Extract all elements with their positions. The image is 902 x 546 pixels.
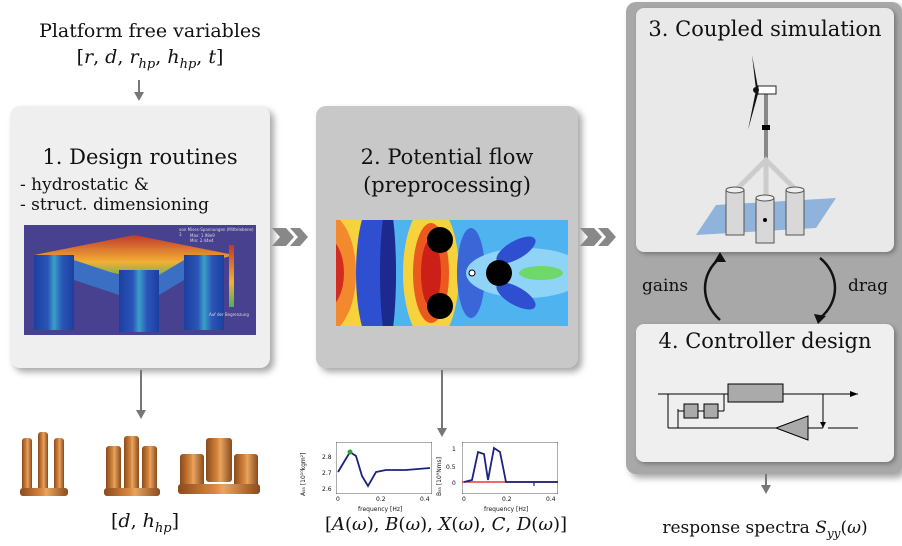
drag-label: drag <box>848 276 889 296</box>
arrow-sim-to-output <box>765 474 767 486</box>
potential-flow-box: 2. Potential flow (preprocessing) <box>316 106 578 368</box>
fe-legend-footer: Auf der Begrenzung <box>209 312 249 317</box>
arrow-head <box>134 92 144 101</box>
chevron-arrow-1-2 <box>272 228 308 246</box>
plot-b-ytick: 0.5 <box>446 464 456 471</box>
platform-render-wide <box>178 432 264 498</box>
arrow-head <box>136 410 146 419</box>
arrow-box1-to-output <box>140 370 142 412</box>
free-variables-vector: [r, d, rhp, hhp, t] <box>76 46 224 72</box>
platform-render-slender <box>18 430 74 498</box>
arrow-vars-to-box1 <box>138 80 140 92</box>
platform-render-medium <box>104 432 164 498</box>
coupled-simulation-title: 3. Coupled simulation <box>648 17 882 41</box>
fe-legend-max: Max: 1.98e9 <box>190 233 215 238</box>
arrow-head <box>761 485 771 494</box>
plot-a-ylabel: A₅₅ [10¹⁰kgm²] <box>300 452 307 496</box>
plot-a-xtick: 0.2 <box>376 496 386 503</box>
free-variables-label: Platform free variables <box>39 20 261 42</box>
design-routines-title: 1. Design routines <box>42 145 238 169</box>
fe-legend-min: Min: 2.44e4 <box>190 238 214 243</box>
damping-plot: B₅₅ [10⁹Nms] 1 0.5 0 0 0.2 0.4 frequency… <box>436 440 564 518</box>
plot-a-xlabel: frequency [Hz] <box>358 506 403 513</box>
design-routines-box: 1. Design routines - hydrostatic & - str… <box>10 106 270 368</box>
output-response-spectra: response spectra Syy(ω) <box>662 518 868 541</box>
plot-b-ytick: 1 <box>452 446 456 453</box>
feedback-loop-arrows <box>703 252 837 324</box>
output-hydro-coeffs: [A(ω), B(ω), X(ω), C, D(ω)] <box>324 514 568 535</box>
coupled-simulation-box: 3. Coupled simulation <box>636 8 894 252</box>
plot-a-xtick: 0.4 <box>420 496 430 503</box>
arrow-head <box>437 428 447 437</box>
potential-flow-field-image <box>336 220 568 326</box>
plot-a-xtick: 0 <box>336 496 340 503</box>
block-diagram <box>658 383 858 441</box>
controller-design-title: 4. Controller design <box>658 329 872 353</box>
controller-design-box: 4. Controller design <box>636 324 894 462</box>
plot-a-ytick: 2.6 <box>322 486 332 493</box>
plot-b-ylabel: B₅₅ [10⁹Nms] <box>436 456 443 496</box>
design-routines-line1: - hydrostatic & <box>20 175 149 195</box>
turbine-image <box>696 55 836 244</box>
output-platform-dims: [d, hhp] <box>110 510 180 536</box>
fe-legend-title: von Mises-Spannungen (Mittelebene) 3 <box>179 227 254 237</box>
potential-flow-title-1: 2. Potential flow <box>360 145 534 169</box>
chevron-arrow-2-3 <box>580 228 616 246</box>
plot-a-ytick: 2.8 <box>322 454 332 461</box>
plot-a-ytick: 2.7 <box>322 470 332 477</box>
potential-flow-title-2: (preprocessing) <box>363 173 531 197</box>
plot-b-ytick: 0 <box>452 480 456 487</box>
plot-b-xtick: 0.4 <box>546 496 556 503</box>
arrow-box2-to-output <box>441 370 443 430</box>
fe-stress-image: von Mises-Spannungen (Mittelebene) 3 Max… <box>24 225 256 335</box>
plot-b-xtick: 0 <box>462 496 466 503</box>
plot-b-xtick: 0.2 <box>502 496 512 503</box>
added-mass-plot: A₅₅ [10¹⁰kgm²] 2.8 2.7 2.6 0 0.2 0.4 fre… <box>300 440 434 518</box>
plot-b-xlabel: frequency [Hz] <box>484 506 529 513</box>
gains-label: gains <box>642 276 689 296</box>
design-routines-line2: - struct. dimensioning <box>20 195 210 215</box>
